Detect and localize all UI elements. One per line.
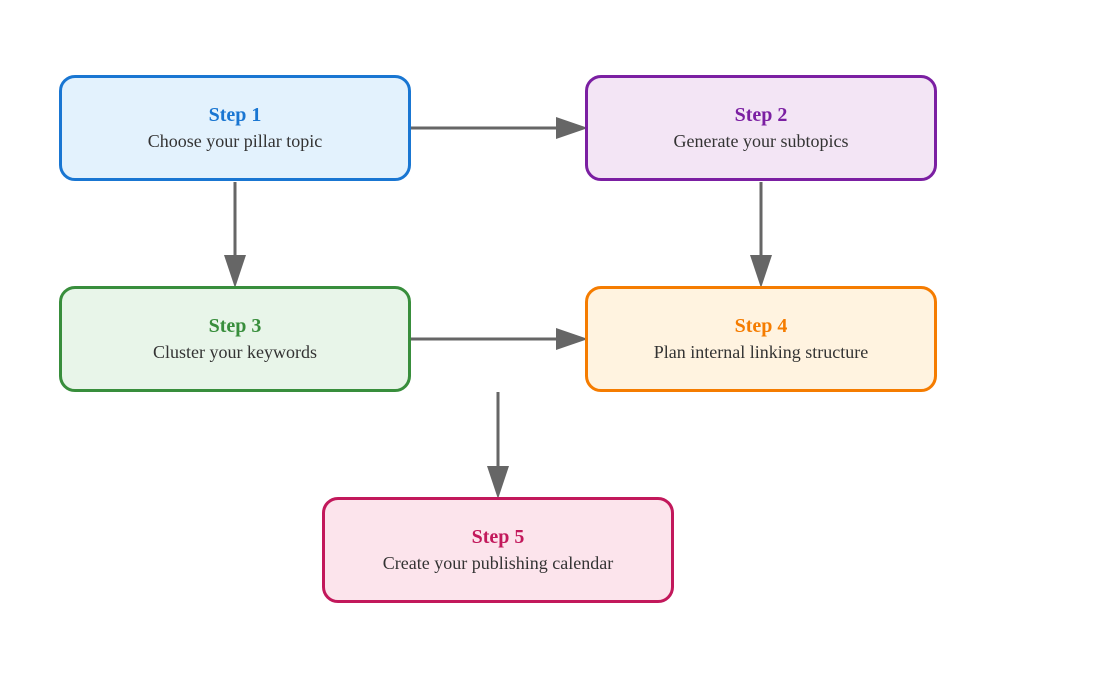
- arrow-step1-to-step2: [411, 117, 588, 139]
- step-1-description: Choose your pillar topic: [147, 131, 323, 151]
- step-4-title: Step 4: [734, 315, 788, 337]
- step-2-title: Step 2: [734, 104, 788, 126]
- arrow-step3-to-step5: [487, 392, 509, 499]
- step-2-box: Step 2 Generate your subtopics: [585, 75, 937, 181]
- step-1-box: Step 1 Choose your pillar topic: [59, 75, 411, 181]
- step-3-description: Cluster your keywords: [153, 342, 317, 362]
- step-4-description: Plan internal linking structure: [653, 342, 869, 362]
- arrow-step1-to-step3: [224, 182, 246, 288]
- step-4-box: Step 4 Plan internal linking structure: [585, 286, 937, 392]
- step-3-title: Step 3: [208, 315, 262, 337]
- step-5-title: Step 5: [471, 526, 525, 548]
- step-1-title: Step 1: [208, 104, 262, 126]
- arrow-step3-to-step4: [411, 328, 588, 350]
- step-3-box: Step 3 Cluster your keywords: [59, 286, 411, 392]
- step-2-description: Generate your subtopics: [673, 131, 849, 151]
- step-5-box: Step 5 Create your publishing calendar: [322, 497, 674, 603]
- arrow-step2-to-step4: [750, 182, 772, 288]
- step-5-description: Create your publishing calendar: [382, 553, 614, 573]
